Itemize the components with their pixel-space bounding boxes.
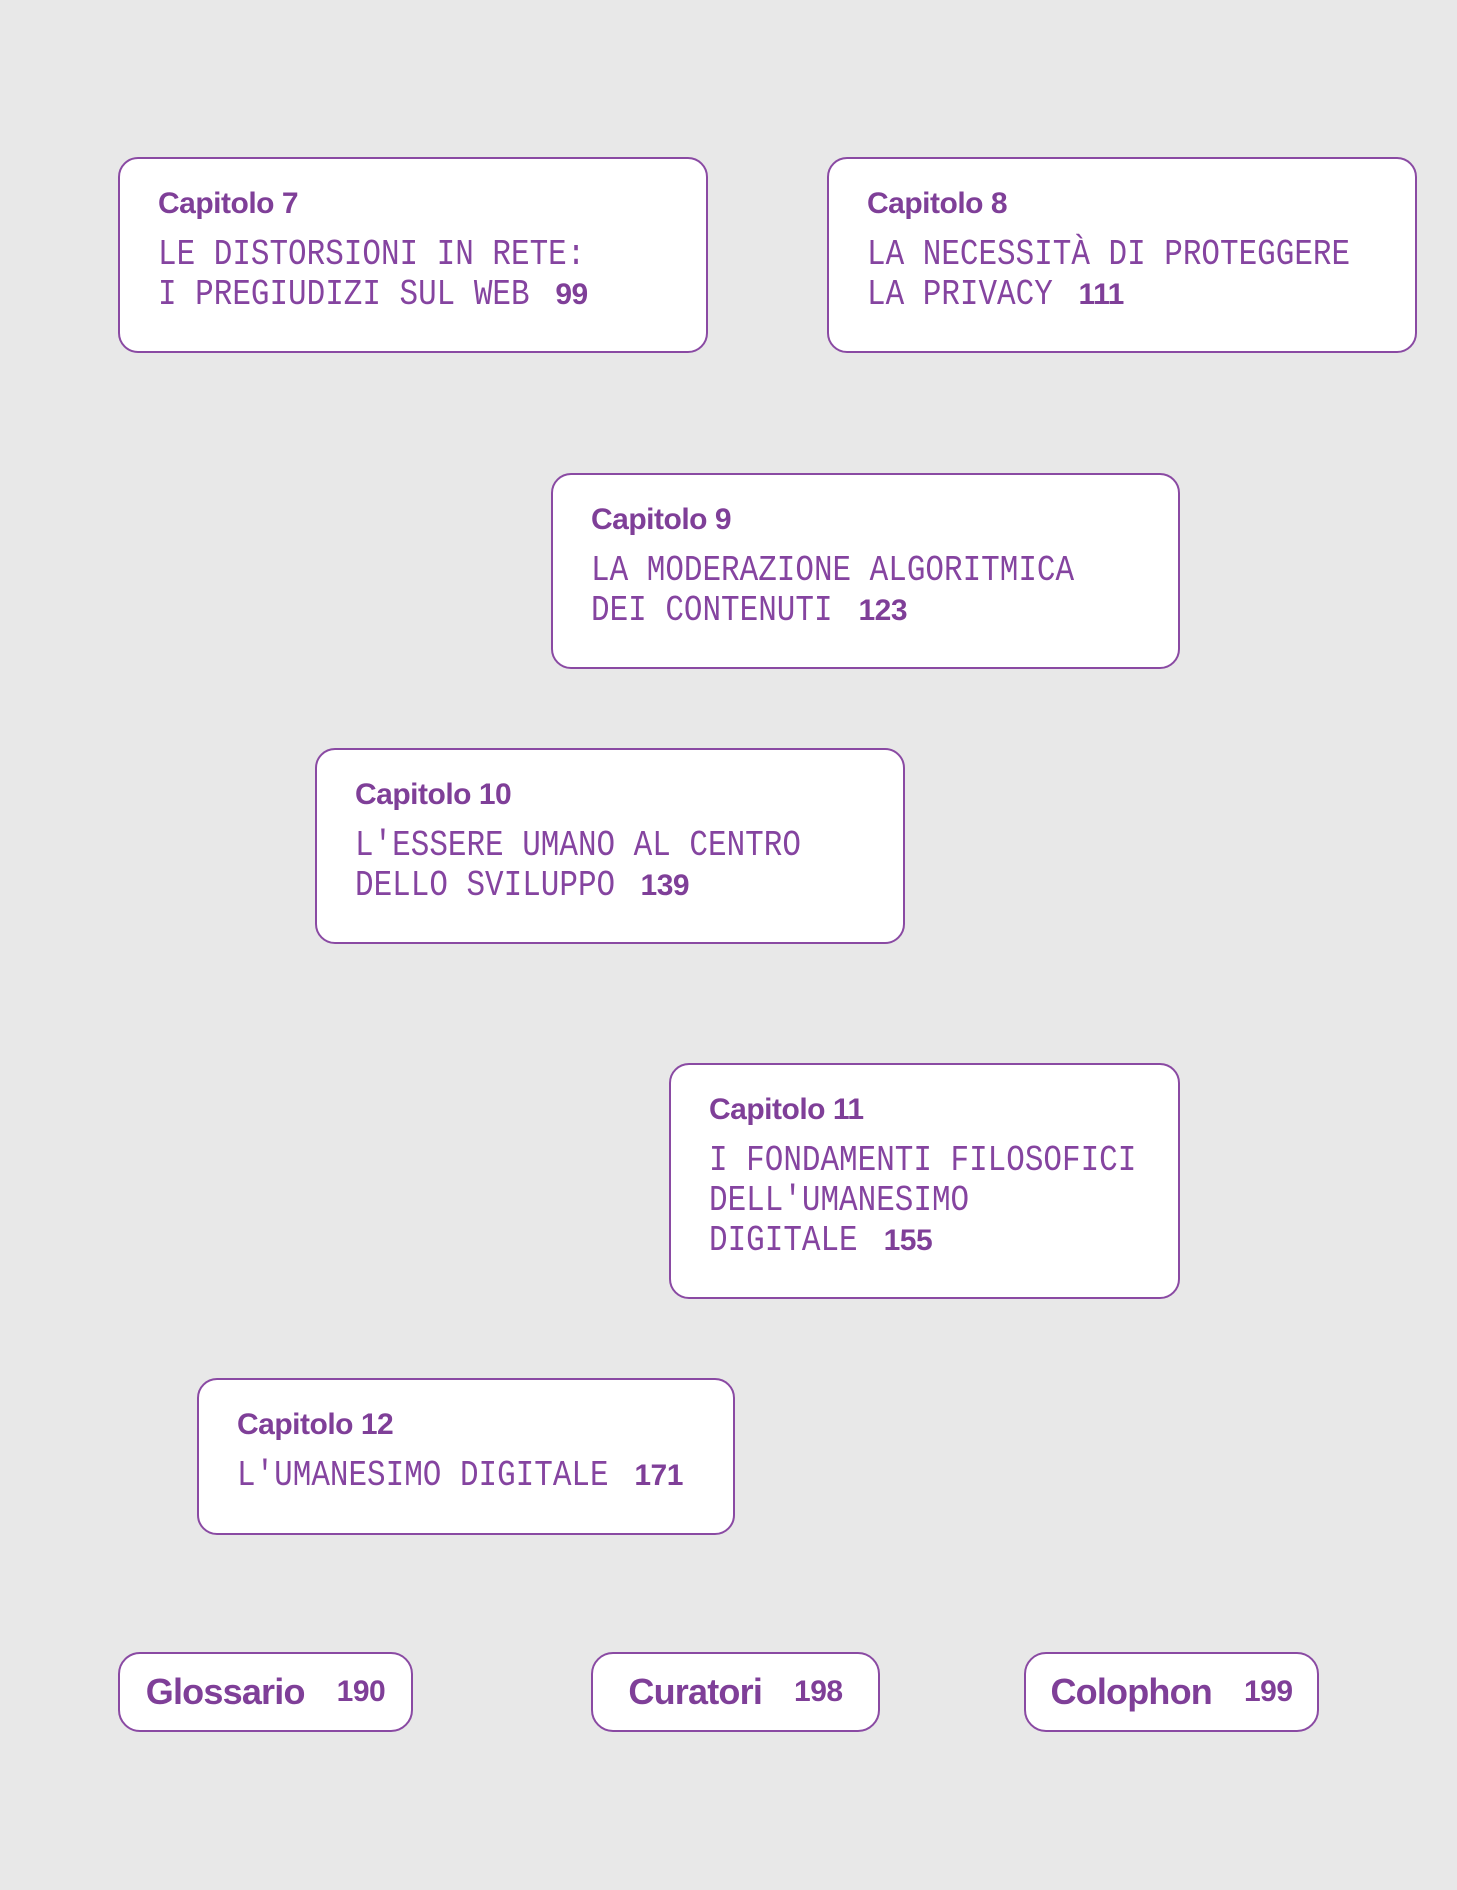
chapter-title-line: DEI CONTENUTI [591, 590, 833, 631]
chapter-label: Capitolo 12 [237, 1408, 394, 1441]
page-number: 190 [336, 1675, 386, 1708]
chapter-title-line: DELLO SVILUPPO [355, 865, 616, 906]
chapter-title: I FONDAMENTI FILOSOFICI DELL'UMANESIMO D… [709, 1141, 1140, 1261]
chapter-title-line: I FONDAMENTI FILOSOFICI [709, 1140, 1137, 1181]
chapter-title: LA MODERAZIONE ALGORITMICA DEI CONTENUTI… [591, 551, 1140, 631]
chapter-label: Capitolo 11 [709, 1093, 864, 1126]
chapter-label: Capitolo 9 [591, 503, 732, 536]
chapter-label: Capitolo 8 [867, 187, 1008, 220]
chapter-card-12[interactable]: Capitolo 12 L'UMANESIMO DIGITALE 171 [197, 1378, 735, 1535]
page-number: 155 [883, 1224, 933, 1257]
chapter-title: LE DISTORSIONI IN RETE: I PREGIUDIZI SUL… [158, 235, 668, 315]
chapter-title-line: LA NECESSITÀ DI PROTEGGERE [867, 234, 1351, 275]
chapter-title: LA NECESSITÀ DI PROTEGGERE LA PRIVACY 111 [867, 235, 1377, 315]
chapter-title-line: DIGITALE [709, 1220, 858, 1261]
chapter-title: L'UMANESIMO DIGITALE 171 [237, 1456, 695, 1496]
chapter-title-line: LE DISTORSIONI IN RETE: [158, 234, 586, 275]
appendix-label: Curatori [628, 1671, 763, 1712]
appendix-colophon[interactable]: Colophon 199 [1024, 1652, 1319, 1732]
chapter-title-line: DELL'UMANESIMO [709, 1180, 970, 1221]
chapter-card-11[interactable]: Capitolo 11 I FONDAMENTI FILOSOFICI DELL… [669, 1063, 1180, 1299]
page-number: 198 [794, 1675, 843, 1708]
chapter-title-line: LA PRIVACY [867, 274, 1053, 315]
chapter-card-8[interactable]: Capitolo 8 LA NECESSITÀ DI PROTEGGERE LA… [827, 157, 1417, 353]
chapter-title-line: LA MODERAZIONE ALGORITMICA [591, 550, 1075, 591]
page-number: 199 [1243, 1675, 1293, 1708]
chapter-title-line: I PREGIUDIZI SUL WEB [158, 274, 530, 315]
chapter-title-line: L'UMANESIMO DIGITALE [237, 1455, 609, 1496]
appendix-label: Colophon [1050, 1671, 1212, 1712]
chapter-label: Capitolo 10 [355, 778, 512, 811]
chapter-title: L'ESSERE UMANO AL CENTRO DELLO SVILUPPO 1… [355, 826, 865, 906]
appendix-label: Glossario [145, 1671, 306, 1712]
page-number: 139 [640, 869, 690, 902]
chapter-label: Capitolo 7 [158, 187, 299, 220]
page-number: 99 [555, 278, 588, 311]
chapter-card-9[interactable]: Capitolo 9 LA MODERAZIONE ALGORITMICA DE… [551, 473, 1180, 669]
chapter-title-line: L'ESSERE UMANO AL CENTRO [355, 825, 801, 866]
chapter-card-7[interactable]: Capitolo 7 LE DISTORSIONI IN RETE: I PRE… [118, 157, 708, 353]
page-number: 171 [634, 1459, 683, 1492]
page-number: 123 [858, 594, 907, 627]
page-number: 111 [1078, 278, 1125, 311]
appendix-curatori[interactable]: Curatori 198 [591, 1652, 880, 1732]
chapter-card-10[interactable]: Capitolo 10 L'ESSERE UMANO AL CENTRO DEL… [315, 748, 905, 944]
appendix-glossario[interactable]: Glossario 190 [118, 1652, 413, 1732]
